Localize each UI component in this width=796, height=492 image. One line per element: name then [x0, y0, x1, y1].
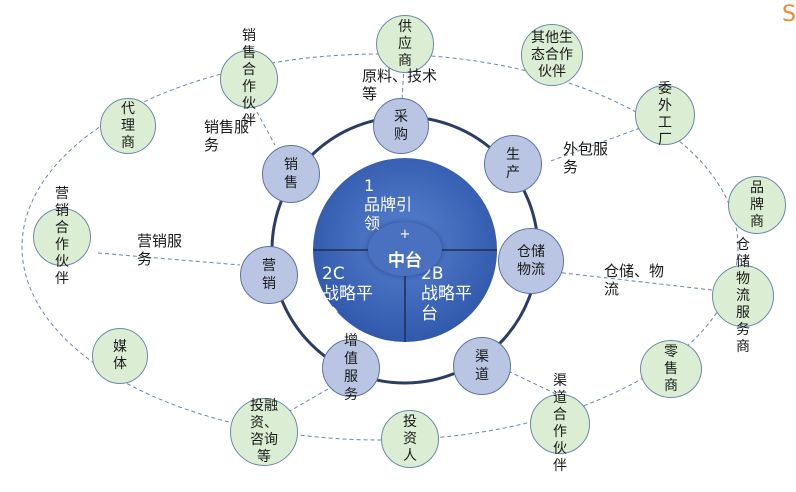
node-warehouse-logistics: 仓储 物流: [498, 228, 564, 294]
node-sales-partner: 销 售 合 作 伙 伴: [220, 28, 278, 129]
label-outsourcing-service: 外包服 务: [563, 140, 609, 176]
node-warehouse-logistics-label: 仓储 物流: [517, 244, 545, 278]
outer-dashed-ellipse: [21, 53, 739, 441]
node-brand-owner: 品 牌 商: [728, 176, 786, 234]
label-warehousing-logistics: 仓储、物 流: [604, 262, 665, 298]
node-sales-label: 销 售: [284, 157, 298, 191]
hub-center-node: + 中台: [368, 222, 442, 276]
node-financing-consulting-label: 投融 资、 咨询 等: [250, 398, 278, 465]
node-logistics-service-provider-label: 仓 储 物 流 服 务 商: [736, 236, 750, 355]
node-channel: 渠 道: [453, 337, 511, 395]
node-financing-consulting: 投融 资、 咨询 等: [230, 398, 298, 466]
node-procurement-label: 采 购: [394, 109, 408, 143]
node-marketing-partner-label: 营 销 合 作 伙 伴: [55, 186, 69, 287]
hub-brand-leading-text: 1 品牌引 领: [364, 176, 413, 233]
node-supplier-label: 供 应 商: [398, 18, 412, 69]
hub-2b-platform-text: 2B 战略平 台: [421, 264, 472, 324]
node-marketing-label: 营 销: [262, 258, 276, 292]
connector-channelpartner-channel: [509, 371, 557, 395]
node-retailer: 零 售 商: [640, 340, 702, 398]
hub-2c-platform-text: 2C 战略平 台: [322, 264, 373, 324]
label-marketing-service: 营销服 务: [137, 232, 183, 268]
node-brand-owner-label: 品 牌 商: [750, 179, 764, 230]
node-outsourced-factory-label: 委 外 工 厂: [658, 81, 672, 148]
node-channel-label: 渠 道: [475, 349, 489, 383]
label-sales-service: 销售服 务: [204, 118, 250, 154]
node-value-added-service-label: 增 值 服 务: [344, 333, 358, 403]
node-agent-label: 代 理 商: [121, 100, 135, 151]
node-other-ecosystem-partners: 其他生 态合作 伙伴: [521, 24, 583, 86]
node-supplier: 供 应 商: [376, 15, 434, 73]
node-agent: 代 理 商: [100, 98, 156, 154]
node-media-label: 媒 体: [113, 339, 127, 372]
node-production: 生 产: [484, 135, 542, 193]
node-channel-partner: 渠 道 合 作 伙 伴: [530, 373, 590, 474]
node-value-added-service: 增 值 服 务: [322, 333, 380, 403]
node-sales: 销 售: [262, 145, 320, 203]
hub-center-label: 中台: [388, 251, 422, 271]
connector-financing-valueadded: [287, 384, 336, 413]
label-materials-technology: 原料、技术 等: [362, 67, 438, 103]
node-production-label: 生 产: [506, 147, 520, 181]
connector-supplier-procurement: [401, 66, 405, 101]
node-procurement: 采 购: [373, 98, 429, 154]
node-investor: 投 资 人: [381, 410, 439, 468]
node-logistics-service-provider: 仓 储 物 流 服 务 商: [712, 237, 774, 355]
hub-plus-sign: +: [399, 227, 411, 242]
node-investor-label: 投 资 人: [403, 413, 417, 464]
corner-decoration: S: [782, 2, 796, 27]
node-marketing: 营 销: [240, 246, 298, 304]
connector-factory-production: [547, 127, 641, 163]
node-media: 媒 体: [92, 328, 148, 384]
connector-marketingpartner-marketing: [97, 252, 241, 266]
node-other-ecosystem-partners-label: 其他生 态合作 伙伴: [531, 29, 573, 80]
node-retailer-label: 零 售 商: [664, 343, 678, 394]
node-marketing-partner: 营 销 合 作 伙 伴: [33, 186, 91, 287]
node-channel-partner-label: 渠 道 合 作 伙 伴: [553, 373, 567, 474]
connector-salespartner-sales: [256, 111, 276, 146]
node-sales-partner-label: 销 售 合 作 伙 伴: [242, 28, 256, 129]
connector-logistics-warehouse: [554, 271, 713, 291]
node-outsourced-factory: 委 外 工 厂: [635, 81, 695, 148]
